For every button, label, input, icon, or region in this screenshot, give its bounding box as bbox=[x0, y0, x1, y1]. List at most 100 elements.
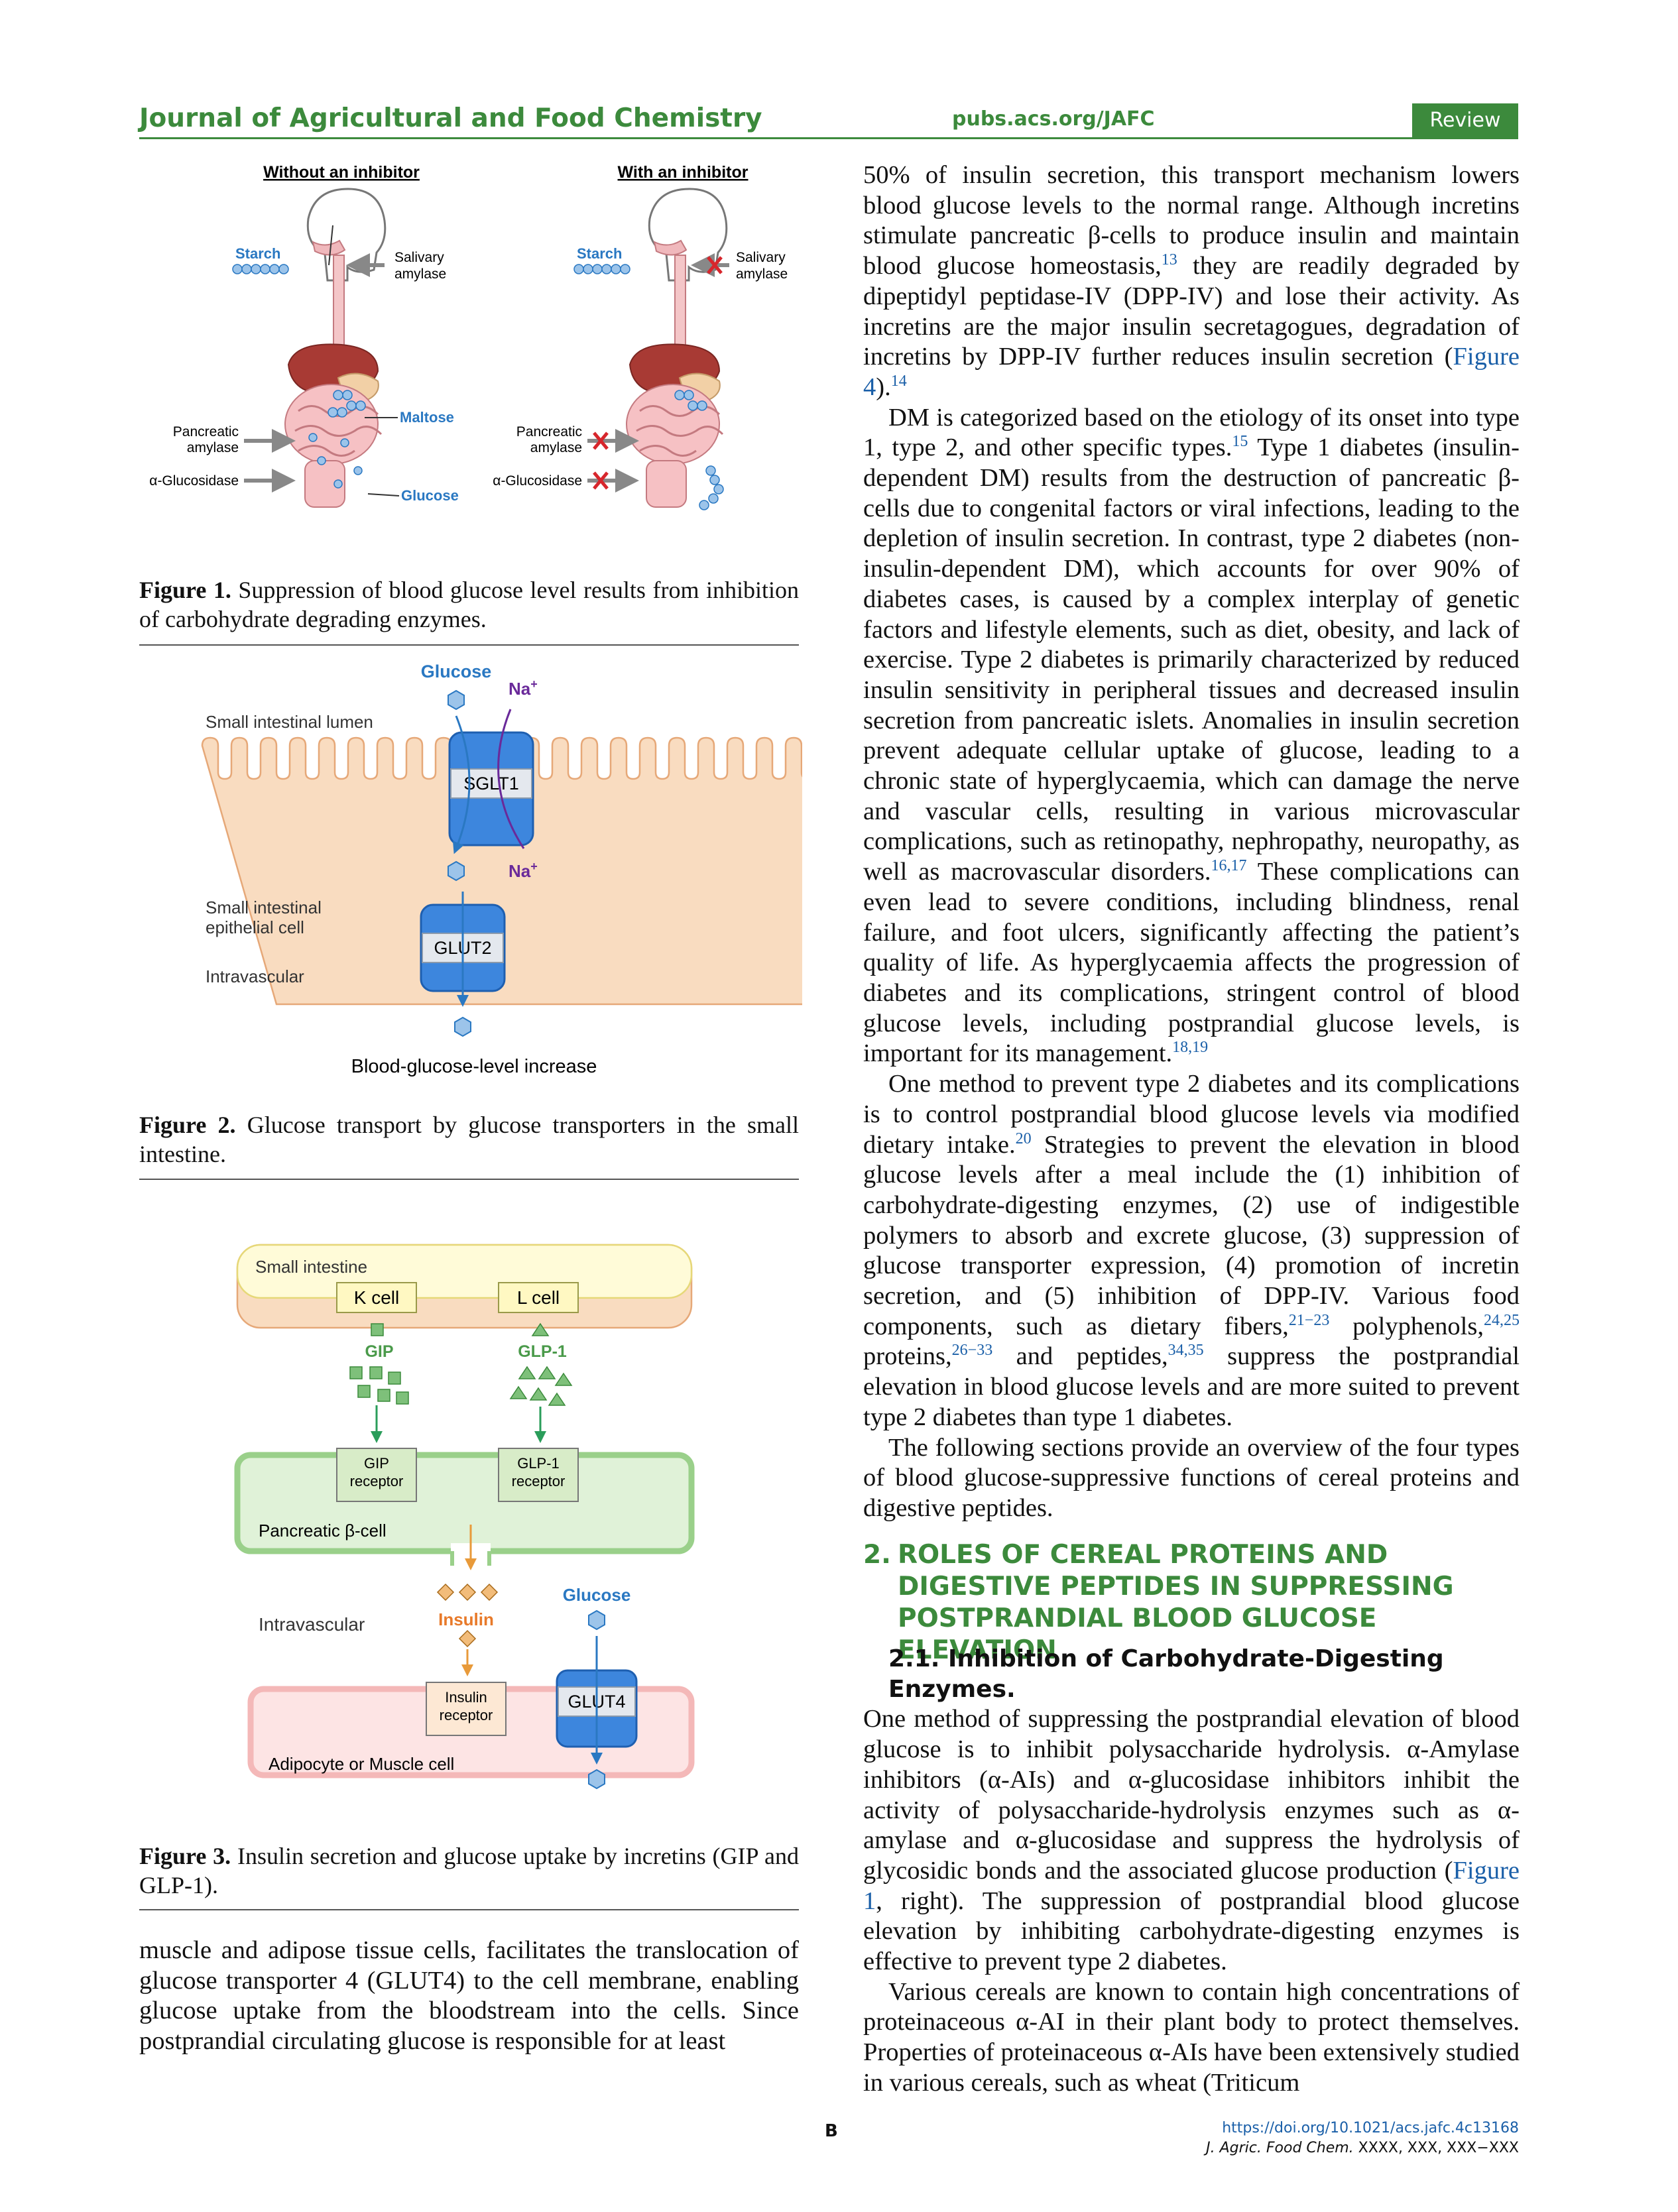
ref-16-17[interactable]: 16,17 bbox=[1211, 857, 1247, 875]
ref-13[interactable]: 13 bbox=[1161, 251, 1177, 269]
fig2-na-bottom: Na+ bbox=[509, 860, 538, 881]
ref-26-33[interactable]: 26−33 bbox=[951, 1342, 993, 1360]
figure-1-caption: Figure 1. Suppression of blood glucose l… bbox=[139, 577, 799, 632]
section-2-heading: 2. ROLES OF CEREAL PROTEINS AND DIGESTIV… bbox=[863, 1539, 1520, 1666]
fig1-right-pancreatic-block-icon bbox=[593, 432, 609, 450]
right-column-body: 50% of insulin secretion, this transport… bbox=[863, 160, 1520, 1524]
fig1-right-undigested-dots bbox=[674, 390, 724, 510]
fig3-adipocyte-label: Adipocyte or Muscle cell bbox=[269, 1754, 454, 1774]
ref-24-25[interactable]: 24,25 bbox=[1484, 1311, 1520, 1329]
fig1-left-maltose-dots bbox=[328, 390, 366, 418]
fig3-gip-receptor bbox=[336, 1448, 417, 1502]
fig1-left-salivary2: amylase bbox=[394, 266, 446, 282]
fig2-epithelial-label-1: Small intestinal bbox=[206, 898, 322, 917]
fig3-gip-receptor-1: GIP bbox=[364, 1455, 389, 1472]
figure-2-caption: Figure 2. Glucose transport by glucose t… bbox=[139, 1112, 799, 1167]
fig3-lcell-label: L cell bbox=[517, 1287, 560, 1308]
fig1-right-body bbox=[626, 188, 728, 508]
ref-34-35[interactable]: 34,35 bbox=[1168, 1342, 1204, 1360]
fig1-left-glucose-label: Glucose bbox=[401, 487, 459, 504]
section-2-title: ROLES OF CEREAL PROTEINS AND DIGESTIVE P… bbox=[898, 1540, 1454, 1665]
left-column-body: muscle and adipose tissue cells, facilit… bbox=[139, 1936, 799, 2057]
figure-3: Small intestine K cell L cell GIP GLP-1 … bbox=[234, 1244, 695, 1790]
fig1-right-glucosidase: α-Glucosidase bbox=[493, 473, 582, 489]
fig1-right-starch-label: Starch bbox=[577, 245, 622, 262]
figure-3-caption: Figure 3. Insulin secretion and glucose … bbox=[139, 1843, 799, 1898]
fig3-glp1-molecules bbox=[509, 1366, 573, 1406]
fig2-na-path-arrow bbox=[497, 709, 525, 849]
fig3-glp1-receptor-1: GLP-1 bbox=[517, 1455, 560, 1472]
fig1-left-starch-label: Starch bbox=[235, 245, 280, 262]
fig3-insulin-receptor bbox=[426, 1682, 507, 1736]
fig3-kcell bbox=[336, 1282, 417, 1313]
fig3-insulin-receptor-2: receptor bbox=[440, 1707, 493, 1723]
citation: J. Agric. Food Chem. XXXX, XXX, XXX−XXX bbox=[1206, 2140, 1519, 2156]
subsection-2-1-title: 2.1. Inhibition of Carbohydrate-Digestin… bbox=[888, 1645, 1444, 1703]
right-paragraph-4: The following sections provide an overvi… bbox=[863, 1433, 1520, 1522]
fig2-glucose-middle-icon bbox=[448, 860, 465, 882]
fig2-na-top: Na+ bbox=[509, 677, 538, 699]
fig3-lcell bbox=[498, 1282, 579, 1313]
fig1-right-title: With an inhibitor bbox=[618, 163, 749, 182]
fig1-left-title: Without an inhibitor bbox=[263, 163, 420, 182]
fig2-lumen-label: Small intestinal lumen bbox=[206, 712, 373, 732]
fig1-right-salivary1: Salivary bbox=[736, 250, 786, 265]
fig1-left-glucosidase: α-Glucosidase bbox=[149, 473, 239, 489]
fig1-right-salivary2: amylase bbox=[736, 266, 788, 282]
figure-2-rule bbox=[139, 1179, 799, 1180]
fig1-right-salivary-block-icon bbox=[707, 256, 723, 274]
fig2-increase-label: Blood-glucose-level increase bbox=[351, 1056, 597, 1077]
article-type-badge: Review bbox=[1412, 103, 1518, 138]
header-rule bbox=[139, 137, 1518, 139]
fig3-small-intestine-label: Small intestine bbox=[255, 1257, 367, 1277]
fig2-glucose-label: Glucose bbox=[421, 662, 492, 681]
right-paragraph-5: One method of suppressing the postprandi… bbox=[863, 1705, 1520, 1976]
fig3-insulin-receptor-1: Insulin bbox=[445, 1689, 487, 1706]
fig3-insulin-label: Insulin bbox=[438, 1609, 494, 1629]
fig1-right-glucosidase-block-icon bbox=[593, 471, 609, 490]
ref-18-19[interactable]: 18,19 bbox=[1172, 1039, 1209, 1057]
fig1-left-starch-chain bbox=[232, 264, 289, 274]
ref-21-23[interactable]: 21−23 bbox=[1288, 1311, 1330, 1329]
fig2-epithelial-label-2: epithelial cell bbox=[206, 917, 304, 937]
fig1-left-glucose-dots bbox=[308, 433, 363, 489]
ref-14[interactable]: 14 bbox=[890, 373, 907, 390]
figure-1-link[interactable]: Figure 1 bbox=[863, 1856, 1520, 1915]
fig1-left-pancreatic2: amylase bbox=[187, 440, 239, 455]
figure-1-rule bbox=[139, 644, 799, 646]
section-2-1-body: 2.1. Inhibition of Carbohydrate-Digestin… bbox=[863, 1644, 1520, 2099]
fig2-glucose-top-icon bbox=[448, 689, 465, 711]
figure-2: Glucose Na+ Small intestinal lumen SGLT1… bbox=[201, 662, 802, 1077]
fig3-kcell-label: K cell bbox=[354, 1287, 399, 1308]
fig2-glucose-bottom-icon bbox=[454, 1016, 471, 1037]
fig3-intravascular-label: Intravascular bbox=[259, 1614, 365, 1635]
fig1-left-pancreatic1: Pancreatic bbox=[173, 424, 239, 439]
doi-link[interactable]: https://doi.org/10.1021/acs.jafc.4c13168 bbox=[1222, 2120, 1519, 2136]
fig1-right-pancreatic2: amylase bbox=[530, 440, 582, 455]
fig1-right-pancreatic1: Pancreatic bbox=[516, 424, 582, 439]
fig3-glp1-receptor bbox=[498, 1448, 579, 1502]
fig2-sglt1-label: SGLT1 bbox=[463, 774, 519, 793]
fig3-gip-label: GIP bbox=[365, 1342, 393, 1361]
fig3-pancreatic-label: Pancreatic β-cell bbox=[259, 1521, 387, 1541]
journal-title: Journal of Agricultural and Food Chemist… bbox=[139, 103, 762, 133]
ref-20[interactable]: 20 bbox=[1015, 1130, 1032, 1147]
right-paragraph-6: Various cereals are known to contain hig… bbox=[863, 1977, 1520, 2097]
fig1-maltose-label: Maltose bbox=[400, 409, 454, 426]
ref-15[interactable]: 15 bbox=[1232, 433, 1248, 451]
journal-url[interactable]: pubs.acs.org/JAFC bbox=[952, 107, 1155, 131]
page-letter: B bbox=[825, 2121, 838, 2141]
fig1-left-salivary1: Salivary bbox=[394, 250, 444, 265]
left-paragraph: muscle and adipose tissue cells, facilit… bbox=[139, 1936, 799, 2056]
fig2-glucose-path-arrow bbox=[452, 715, 471, 854]
figure-1: Without an inhibitor With an inhibitor S… bbox=[149, 163, 788, 510]
fig3-glp1-label: GLP-1 bbox=[518, 1342, 567, 1361]
fig1-right-starch-chain bbox=[573, 264, 630, 274]
figure-3-rule bbox=[139, 1909, 799, 1910]
fig3-gip-receptor-2: receptor bbox=[350, 1473, 404, 1489]
figure-4-link[interactable]: Figure 4 bbox=[863, 343, 1520, 401]
right-paragraph-2: DM is categorized based on the etiology … bbox=[863, 403, 1520, 1068]
fig3-glucose-label: Glucose bbox=[563, 1585, 631, 1605]
fig1-left-body bbox=[284, 188, 387, 508]
right-paragraph-1: 50% of insulin secretion, this transport… bbox=[863, 161, 1520, 401]
